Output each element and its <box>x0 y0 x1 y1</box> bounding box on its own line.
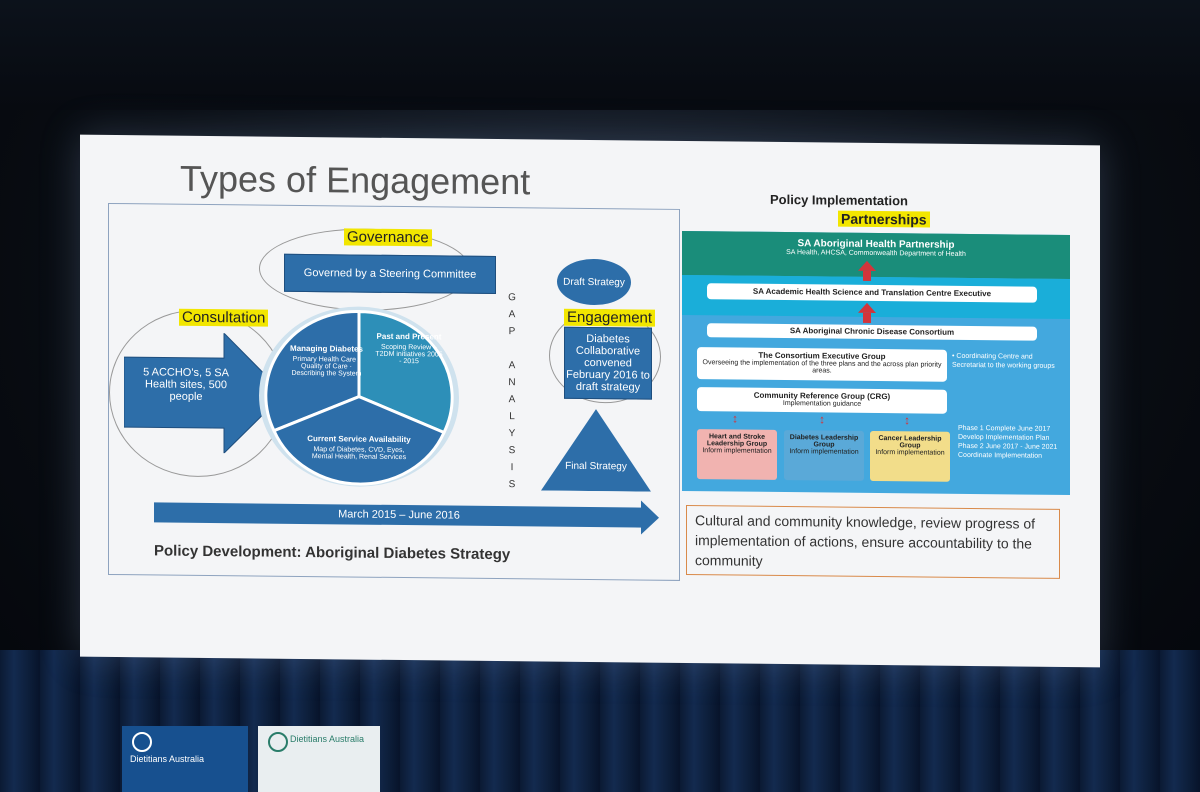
consultation-arrow-text: 5 ACCHO's, 5 SA Health sites, 500 people <box>143 366 229 403</box>
exec-group-box: The Consortium Executive Group Overseein… <box>697 347 947 382</box>
ceiling-truss <box>0 0 1200 110</box>
brand-logo-icon <box>268 732 288 752</box>
cultural-knowledge-box: Cultural and community knowledge, review… <box>686 505 1060 579</box>
slide-title: Types of Engagement <box>180 157 531 203</box>
up-arrow-stem <box>863 270 871 281</box>
consultation-arrow-icon <box>124 332 285 454</box>
up-arrow-stem <box>863 312 871 323</box>
final-strategy-triangle-icon <box>541 409 651 492</box>
double-arrow-icon: ↕ <box>904 413 910 428</box>
banner-brand: Dietitians Australia <box>130 754 205 764</box>
banner-brand: Dietitians Australia <box>290 734 365 744</box>
policy-development-caption: Policy Development: Aboriginal Diabetes … <box>154 542 511 564</box>
crg-desc: Implementation guidance <box>782 400 862 408</box>
consortium-bar: SA Aboriginal Chronic Disease Consortium <box>707 323 1037 341</box>
policy-implementation-title: Policy Implementation <box>770 191 908 209</box>
governance-label: Governance <box>344 228 432 247</box>
final-strategy-label: Final Strategy <box>565 460 627 473</box>
sponsor-banner: Dietitians Australia <box>122 726 248 792</box>
policy-development-frame: Governance Governed by a Steering Commit… <box>108 202 680 581</box>
engagement-label: Engagement <box>564 308 656 327</box>
up-arrow-icon <box>858 302 876 313</box>
draft-strategy-oval: Draft Strategy <box>557 258 631 306</box>
timeline-arrow: March 2015 – June 2016 <box>154 502 644 528</box>
coordinating-note: • Coordinating Centre and Secretariat to… <box>952 352 1055 370</box>
partnerships-label: Partnerships <box>838 210 930 228</box>
engagement-box: Diabetes Collaborative convened February… <box>564 326 652 400</box>
phases-note: Phase 1 Complete June 2017 Develop Imple… <box>958 424 1058 460</box>
wheel-diagram <box>259 306 459 487</box>
double-arrow-icon: ↕ <box>732 411 738 426</box>
partnership-header: SA Aboriginal Health Partnership SA Heal… <box>682 230 1070 280</box>
brand-logo-icon <box>132 732 152 752</box>
academic-bar: SA Academic Health Science and Translati… <box>707 283 1037 303</box>
partnership-diagram: SA Aboriginal Health Partnership SA Heal… <box>682 230 1070 496</box>
projected-slide: Types of Engagement Governance Governed … <box>80 134 1100 668</box>
sponsor-banner: Dietitians Australia <box>258 726 380 792</box>
governance-box: Governed by a Steering Committee <box>284 253 496 295</box>
crg-box: Community Reference Group (CRG) Implemen… <box>697 387 947 414</box>
timeline-arrowhead-icon <box>641 500 659 535</box>
up-arrow-icon <box>858 260 876 271</box>
double-arrow-icon: ↕ <box>819 412 825 427</box>
exec-group-desc: Overseeing the implementation of the thr… <box>702 359 942 375</box>
